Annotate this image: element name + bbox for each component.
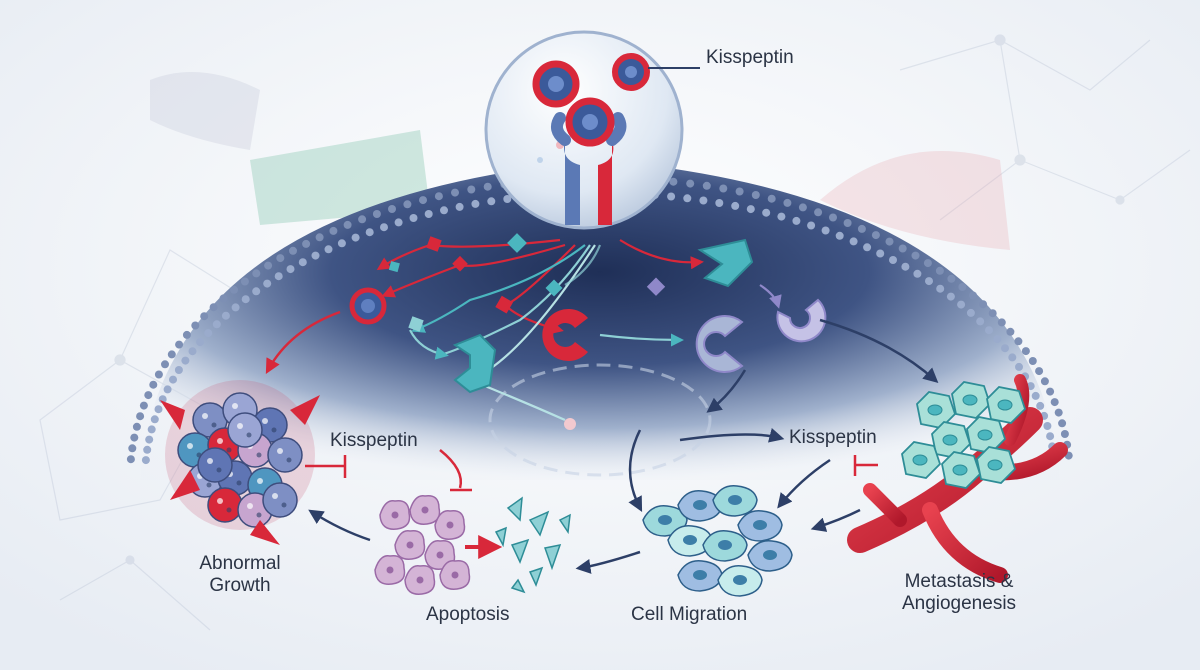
apoptotic-cell (409, 495, 441, 525)
tumor-cell (227, 412, 263, 448)
label-cell-migration: Cell Migration (631, 604, 748, 625)
metastatic-cell (966, 416, 1007, 454)
pathway-molecules (388, 233, 666, 430)
migrating-cell (642, 505, 688, 537)
red-protein-center (542, 309, 588, 362)
migrating-cell (712, 485, 758, 517)
kisspeptin-molecule-cell (349, 287, 387, 325)
migrating-cell (677, 560, 723, 592)
label-apoptosis: Apoptosis (426, 604, 510, 625)
apoptotic-cells (374, 495, 471, 595)
tumor-cluster (160, 380, 320, 545)
label-kisspeptin-top: Kisspeptin (706, 47, 794, 68)
label-kisspeptin-right: Kisspeptin (789, 427, 877, 448)
migrating-cells (642, 485, 793, 597)
tumor-cell (262, 482, 298, 518)
teal-protein-left (452, 333, 497, 394)
metastatic-cell (941, 451, 982, 489)
label-metastasis-line2: Angiogenesis (901, 593, 1017, 614)
apoptotic-cell (439, 560, 471, 590)
lavender-protein-center (695, 315, 744, 373)
metastatic-cell (916, 391, 957, 429)
label-metastasis-angiogenesis: Metastasis & Angiogenesis (884, 571, 1034, 615)
flow-arrows (265, 310, 939, 574)
label-metastasis-line1: Metastasis & (904, 571, 1014, 592)
migrating-cell (667, 525, 713, 557)
label-abnormal-growth: Abnormal Growth (185, 553, 295, 597)
metastatic-cell (951, 381, 992, 419)
label-abnormal-growth-line1: Abnormal (199, 553, 281, 574)
kisspeptin-molecules-bubble (532, 53, 650, 147)
apoptotic-cell (379, 500, 411, 530)
inhibition-arrows (305, 449, 878, 492)
metastatic-cell (976, 446, 1017, 484)
apoptotic-cell (434, 510, 466, 540)
migrating-cell (677, 490, 723, 522)
lavender-protein-right (776, 298, 827, 343)
teal-protein-right (697, 238, 754, 288)
migrating-cell (747, 540, 793, 572)
apoptotic-cell (394, 530, 426, 560)
tumor-cell (207, 487, 243, 523)
label-kisspeptin-left: Kisspeptin (330, 430, 418, 451)
migrating-cell (702, 530, 748, 562)
tumor-cell (267, 437, 303, 473)
apoptotic-cell (404, 565, 436, 595)
tumor-cell (197, 447, 233, 483)
apoptotic-cell (374, 555, 406, 585)
cell-interior (140, 160, 1060, 480)
metastatic-cell (901, 441, 942, 479)
label-abnormal-growth-line2: Growth (209, 575, 271, 596)
migrating-cell (717, 565, 763, 597)
migrating-cell (737, 510, 783, 542)
metastatic-cells (901, 381, 1027, 489)
